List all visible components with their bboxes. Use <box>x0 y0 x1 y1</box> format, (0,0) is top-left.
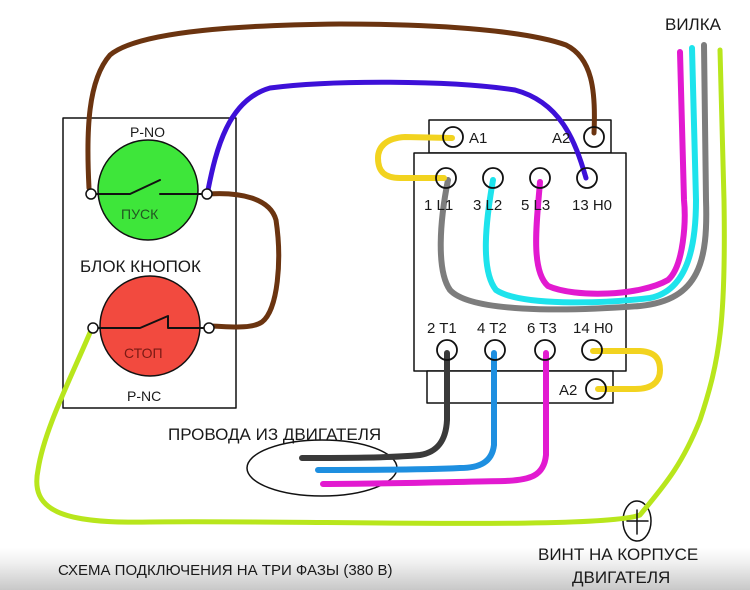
terminal-6-t3[interactable] <box>534 339 556 361</box>
wire-ground <box>34 47 727 526</box>
terminal-13-h0[interactable] <box>576 167 598 189</box>
stop-button-label: СТОП <box>124 345 163 361</box>
caption-band <box>0 548 750 590</box>
diagram-caption: СХЕМА ПОДКЛЮЧЕНИЯ НА ТРИ ФАЗЫ (380 В) <box>58 562 393 579</box>
button-block-box <box>62 117 237 409</box>
contactor-coil-top-box <box>428 119 612 154</box>
label-4-t2: 4 T2 <box>477 320 507 337</box>
start-contact-symbol <box>94 179 203 195</box>
stop-type-label: P-NC <box>127 388 161 404</box>
terminal-a2-bottom[interactable] <box>585 378 607 400</box>
terminal-2-t1[interactable] <box>436 339 458 361</box>
wire-brown-link <box>205 191 282 330</box>
motor-wires-label: ПРОВОДА ИЗ ДВИГАТЕЛЯ <box>168 425 381 444</box>
button-block-label: БЛОК КНОПОК <box>80 257 201 276</box>
label-1-l1: 1 L1 <box>424 197 453 214</box>
wire-gray-l1 <box>437 42 710 313</box>
label-a2-top: A2 <box>552 130 570 147</box>
terminal-3-l2[interactable] <box>482 167 504 189</box>
wire-magenta-l3 <box>533 49 688 297</box>
wire-brown-top <box>85 21 597 191</box>
stop-button[interactable] <box>99 275 201 377</box>
contactor-coil-bottom-box <box>426 370 614 404</box>
label-14-h0: 14 H0 <box>573 320 613 337</box>
label-a2-bottom: A2 <box>559 382 577 399</box>
terminal-4-t2[interactable] <box>484 339 506 361</box>
terminal-a1-top[interactable] <box>442 126 464 148</box>
label-2-t1: 2 T1 <box>427 320 457 337</box>
label-3-l2: 3 L2 <box>473 197 502 214</box>
terminal-1-l1[interactable] <box>435 167 457 189</box>
stop-terminal-right[interactable] <box>203 322 215 334</box>
start-button-label: ПУСК <box>121 206 159 222</box>
wire-yellow-h0-a2 <box>590 348 663 392</box>
start-terminal-right[interactable] <box>201 188 213 200</box>
terminal-5-l3[interactable] <box>529 167 551 189</box>
wire-cyan-l2 <box>482 45 699 306</box>
label-6-t3: 6 T3 <box>527 320 557 337</box>
label-13-h0: 13 H0 <box>572 197 612 214</box>
wire-blue-violet <box>205 79 589 193</box>
ground-screw-label-line2: ДВИГАТЕЛЯ <box>572 568 670 587</box>
terminal-14-h0[interactable] <box>581 339 603 361</box>
contactor-body <box>413 152 627 372</box>
stop-terminal-left[interactable] <box>87 322 99 334</box>
plug-label: ВИЛКА <box>665 15 722 34</box>
terminal-a2-top[interactable] <box>583 126 605 148</box>
ground-screw-label-line1: ВИНТ НА КОРПУСЕ <box>538 545 698 564</box>
wire-yellow-a1-l1 <box>375 134 455 181</box>
start-type-label: P-NO <box>130 124 165 140</box>
label-5-l3: 5 L3 <box>521 197 550 214</box>
start-button[interactable] <box>97 139 199 241</box>
ground-screw-icon <box>622 500 652 542</box>
label-a1-top: A1 <box>469 130 487 147</box>
start-terminal-left[interactable] <box>85 188 97 200</box>
wire-magenta-t3 <box>320 350 549 487</box>
wire-blue-t2 <box>315 350 497 473</box>
wire-black-t1 <box>299 350 450 461</box>
stop-contact-symbol <box>96 315 205 329</box>
